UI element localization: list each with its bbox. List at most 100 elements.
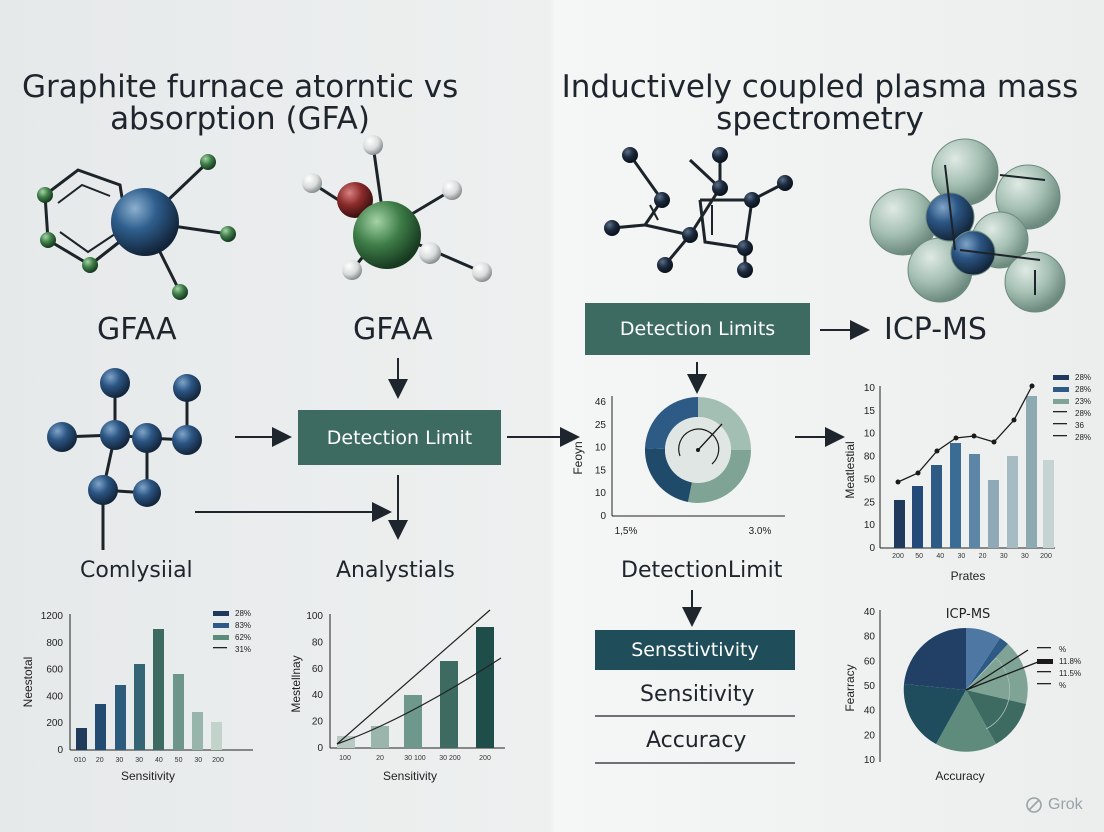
y-tick: 100 bbox=[306, 611, 323, 622]
legend-swatch bbox=[213, 647, 227, 649]
bar bbox=[1043, 460, 1054, 548]
y-tick: 15 bbox=[864, 406, 876, 417]
bar bbox=[931, 465, 942, 548]
y-tick: 20 bbox=[864, 730, 876, 741]
x-tick: 200 bbox=[1040, 553, 1052, 560]
x-tick: 40 bbox=[155, 757, 163, 764]
accuracy-plain-label: Accuracy bbox=[646, 728, 747, 753]
bar bbox=[969, 454, 980, 548]
molecule-ring-atoms bbox=[37, 154, 236, 300]
bar bbox=[1026, 396, 1037, 548]
y-tick: 60 bbox=[312, 664, 324, 675]
legend-label: % bbox=[1059, 681, 1066, 690]
y-tick: 40 bbox=[864, 607, 876, 618]
x-tick: 1,5% bbox=[615, 526, 638, 537]
legend-label: 62% bbox=[235, 633, 251, 642]
bar bbox=[211, 722, 222, 750]
y-axis-label: Fearracy bbox=[843, 664, 857, 711]
donut-needle bbox=[697, 423, 723, 451]
bar bbox=[173, 674, 184, 750]
legend-label: 28% bbox=[1075, 433, 1091, 442]
pie-slice bbox=[904, 627, 966, 690]
bar bbox=[115, 685, 126, 750]
x-tick: 30 bbox=[116, 757, 124, 764]
y-tick: 20 bbox=[312, 717, 324, 728]
legend-label: 36 bbox=[1075, 421, 1084, 430]
legend-swatch bbox=[213, 635, 229, 640]
x-tick: 30 bbox=[135, 757, 143, 764]
y-tick: 0 bbox=[317, 743, 323, 754]
gfaa-label-left: GFAA bbox=[97, 312, 177, 347]
y-tick: 60 bbox=[864, 656, 876, 667]
y-tick: 15 bbox=[595, 465, 607, 476]
y-axis-label: Feoyn bbox=[571, 441, 585, 474]
icp-ms-label: ICP-MS bbox=[884, 312, 987, 347]
y-tick: 0 bbox=[869, 543, 875, 554]
x-tick: 010 bbox=[74, 757, 86, 764]
detectionlimit-label: DetectionLimit bbox=[621, 558, 783, 583]
legend-label: % bbox=[1059, 645, 1066, 654]
y-tick: 400 bbox=[46, 691, 63, 702]
molecule-hex-cluster bbox=[869, 138, 1066, 313]
sensitivity-box: Sensstivtivity bbox=[595, 630, 795, 670]
legend-label: 28% bbox=[1075, 373, 1091, 382]
x-tick: 30 bbox=[194, 757, 202, 764]
y-tick: 25 bbox=[864, 497, 876, 508]
y-tick: 80 bbox=[864, 632, 876, 643]
y-tick: 10 bbox=[864, 383, 876, 394]
pie-slice bbox=[966, 644, 1028, 704]
legend-label: 83% bbox=[235, 621, 251, 630]
legend-swatch bbox=[1037, 659, 1053, 664]
legend-label: 28% bbox=[235, 609, 251, 618]
left-title-line-2: absorption (GFA) bbox=[110, 101, 370, 137]
x-tick: 40 bbox=[936, 553, 944, 560]
trend-line bbox=[897, 385, 1033, 483]
pie-slice bbox=[903, 684, 966, 744]
molecule-green-sphere bbox=[302, 135, 492, 282]
x-tick: 30 bbox=[1021, 553, 1029, 560]
x-tick: 30 100 bbox=[404, 755, 426, 762]
legend-swatch bbox=[1053, 411, 1067, 413]
bar bbox=[404, 695, 422, 748]
y-tick: 25 bbox=[595, 420, 607, 431]
y-tick: 10 bbox=[595, 488, 607, 499]
y-tick: 10 bbox=[595, 443, 607, 454]
legend-swatch bbox=[1053, 435, 1067, 437]
donut-segment bbox=[644, 448, 692, 502]
detection-limit-box: Detection Limit bbox=[298, 410, 501, 465]
pie-slice bbox=[936, 690, 996, 752]
y-tick: 0 bbox=[600, 511, 606, 522]
legend-swatch bbox=[1037, 671, 1051, 673]
x-tick: 50 bbox=[175, 757, 183, 764]
y-tick: 50 bbox=[864, 474, 876, 485]
bar bbox=[95, 704, 106, 750]
legend-label: 11.5% bbox=[1059, 669, 1081, 678]
grok-logo-icon bbox=[1026, 797, 1042, 813]
donut-dial bbox=[678, 428, 720, 465]
grok-watermark: Grok bbox=[1025, 796, 1083, 814]
bar bbox=[440, 661, 458, 748]
pie-slice bbox=[966, 627, 1000, 690]
detection-limits-box: Detection Limits bbox=[585, 303, 810, 355]
y-tick: 600 bbox=[46, 665, 63, 676]
bar bbox=[988, 480, 999, 548]
pie-title: ICP-MS bbox=[946, 607, 991, 622]
legend-swatch bbox=[1037, 683, 1051, 685]
grok-watermark-text: Grok bbox=[1048, 796, 1083, 813]
y-tick: 0 bbox=[57, 745, 63, 756]
y-tick: 200 bbox=[46, 718, 63, 729]
donut-segment bbox=[688, 450, 751, 503]
bar bbox=[476, 627, 494, 748]
legend-label: 28% bbox=[1075, 385, 1091, 394]
y-tick: 40 bbox=[864, 706, 876, 717]
x-tick: 200 bbox=[479, 755, 491, 762]
y-tick: 50 bbox=[864, 681, 876, 692]
bar bbox=[1007, 456, 1018, 548]
bar bbox=[134, 664, 145, 750]
donut-segment bbox=[645, 397, 698, 449]
x-axis-label: Sensitivity bbox=[383, 769, 437, 783]
